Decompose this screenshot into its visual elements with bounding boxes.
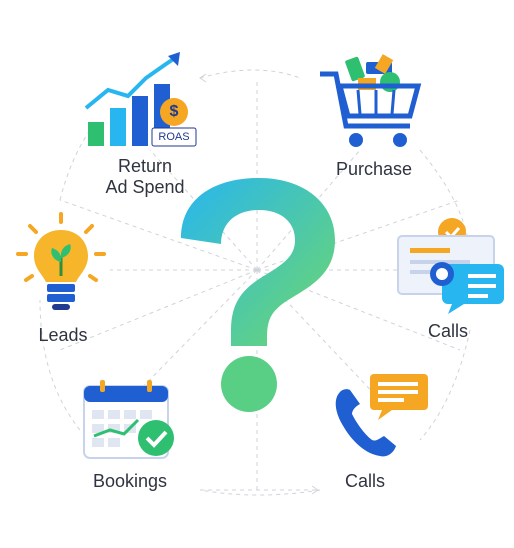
label-calls-phone: Calls [344, 471, 385, 491]
lightbulb-icon [16, 212, 106, 310]
calendar-check-icon [83, 380, 174, 459]
question-mark-icon [181, 178, 335, 412]
label-bookings: Bookings [92, 471, 168, 491]
roas-coin-symbol: $ [169, 103, 179, 120]
label-ad-spend: Ad Spend [105, 177, 185, 197]
roas-badge: ROAS [158, 131, 190, 143]
chat-certificate-icon [397, 218, 504, 314]
growth-chart-icon [84, 52, 197, 147]
phone-icon [335, 374, 428, 457]
label-return: Return [117, 156, 173, 176]
shopping-cart-icon [320, 54, 422, 147]
label-leads: Leads [38, 325, 88, 345]
label-calls-chat: Calls [427, 321, 468, 341]
label-purchase: Purchase [335, 159, 413, 179]
